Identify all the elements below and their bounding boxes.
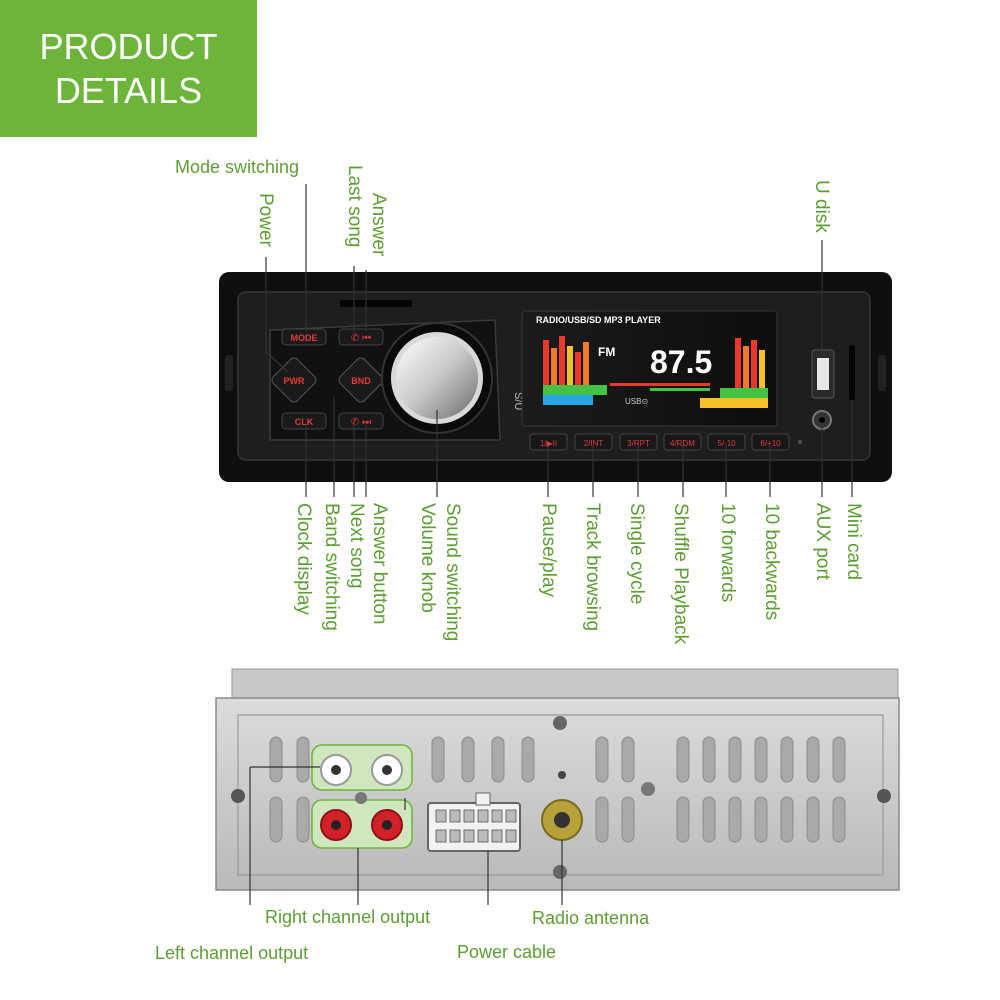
label-right-channel-output: Right channel output <box>265 907 431 927</box>
label-ten-forwards: 10 forwards <box>717 503 738 603</box>
rear-panel <box>215 668 900 891</box>
display-frequency: 87.5 <box>650 344 712 380</box>
label-mode-switching: Mode switching <box>175 157 300 177</box>
label-track-browsing: Track browsing <box>582 503 603 632</box>
label-next-song: Next song <box>346 503 367 589</box>
label-aux-port: AUX port <box>812 503 833 581</box>
label-shuffle-playback: Shuffle Playback <box>670 503 691 645</box>
preset-5-button: 5/-10 <box>717 439 736 448</box>
front-leader-lines <box>265 184 853 497</box>
volume-knob <box>396 337 478 419</box>
label-last-song: Last song <box>344 165 365 248</box>
label-volume-knob: Volume knob <box>417 503 438 613</box>
preset-2-button: 2/INT <box>584 439 604 448</box>
band-button: BND <box>351 376 371 386</box>
label-ten-backwards: 10 backwards <box>761 503 782 621</box>
label-radio-antenna: Radio antenna <box>532 908 650 928</box>
banner-line-2: DETAILS <box>54 69 203 111</box>
preset-1-button: 1/▶II <box>540 439 557 448</box>
label-single-cycle: Single cycle <box>626 503 647 605</box>
banner-line-1: PRODUCT <box>39 25 218 67</box>
mode-button: MODE <box>291 333 318 343</box>
svg-text:S/U: S/U <box>512 392 524 410</box>
usb-indicator-icon: USB⊙ <box>625 397 648 406</box>
front-panel: MODE ✆ ⏮ PWR BND CLK ✆ ⏭ S/U RADIO/USB/S… <box>219 272 892 482</box>
label-left-channel-output: Left channel output <box>155 943 309 963</box>
label-power-cable: Power cable <box>457 942 557 962</box>
last-song-icon: ✆ ⏮ <box>351 333 371 344</box>
next-song-icon: ✆ ⏭ <box>351 417 371 428</box>
preset-6-button: 6/+10 <box>760 439 781 448</box>
preset-4-button: 4/RDM <box>670 439 695 448</box>
label-clock-display: Clock display <box>293 503 314 615</box>
label-answer: Answer <box>368 193 389 257</box>
equalizer-right-icon <box>700 338 768 408</box>
preset-3-button: 3/RPT <box>627 439 650 448</box>
mini-card-slot <box>849 345 855 400</box>
label-sound-switching: Sound switching <box>442 503 463 642</box>
display-band: FM <box>598 345 615 359</box>
display-header: RADIO/USB/SD MP3 PLAYER <box>536 315 661 325</box>
clock-button: CLK <box>295 417 314 427</box>
rear-leader-lines <box>249 766 563 905</box>
label-mini-card: Mini card <box>843 503 864 581</box>
label-pause-play: Pause/play <box>538 503 559 598</box>
preset-buttons: 1/▶II 2/INT 3/RPT 4/RDM 5/-10 6/+10 <box>529 433 790 451</box>
label-u-disk: U disk <box>811 180 832 233</box>
label-answer-button: Answer button <box>369 503 390 625</box>
equalizer-left-icon <box>543 336 607 405</box>
label-power: Power <box>255 193 276 247</box>
product-details-banner: PRODUCT DETAILS <box>0 0 257 137</box>
label-band-switching: Band switching <box>321 503 342 631</box>
power-button: PWR <box>284 376 305 386</box>
